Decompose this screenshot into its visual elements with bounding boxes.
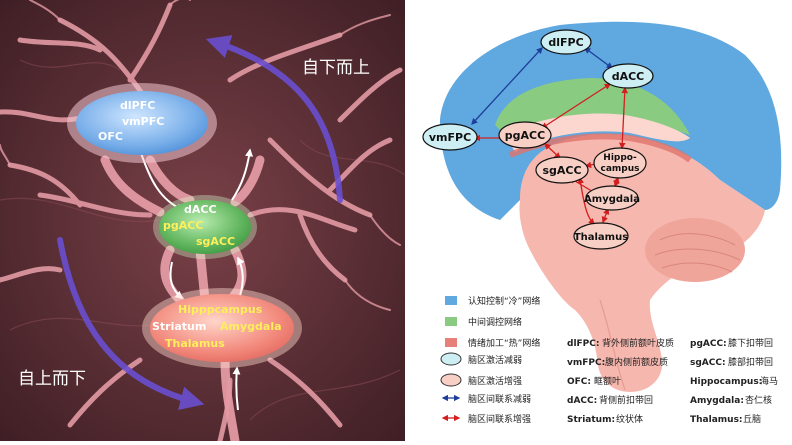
node-amygdala: Amygdala <box>584 185 640 211</box>
legend-swatch-node-strong <box>440 373 462 387</box>
background-veins <box>0 59 406 421</box>
link-pgacc-sgacc <box>544 143 561 159</box>
label-bottom-up: 自下而上 <box>302 58 370 78</box>
abbr-dlfpc-text: 背外侧前额叶皮质 <box>602 337 674 349</box>
abbr-thalamus-text: 丘脑 <box>743 413 761 425</box>
abbr-striatum-text: 纹状体 <box>616 413 643 425</box>
abbr-ofc-text: 眶额叶 <box>594 375 621 387</box>
node-hippocampus-label-1: Hippo- <box>603 153 637 163</box>
abbr-dacc: dACC: <box>567 396 597 406</box>
legend-label-node-weak: 脑区激活减弱 <box>468 354 522 366</box>
label-vmpfc: vmPFC <box>122 115 164 128</box>
node-pgacc-label: pgACC <box>505 129 545 142</box>
abbr-amygdala-text: 杏仁核 <box>745 394 772 406</box>
abbr-dlfpc: dlFPC: <box>567 339 599 349</box>
bottom-oval <box>150 294 294 362</box>
abbr-dacc-text: 背侧前扣带回 <box>599 394 653 406</box>
abbr-pgacc-text: 膝下扣带回 <box>728 337 773 349</box>
flow-arrow-bottom-to-mid <box>237 256 245 297</box>
node-sgacc-label: sgACC <box>542 164 581 177</box>
node-dacc: dACC <box>602 63 654 89</box>
label-thalamus: Thalamus <box>165 337 225 350</box>
node-dlfpc: dlFPC <box>540 29 592 55</box>
legend-label-hot: 情绪加工“热”网络 <box>468 337 540 349</box>
bottom-up-arrow <box>205 35 343 203</box>
left-panel: dlPFC vmPFC OFC dACC pgACC sgACC Hipppca… <box>0 0 406 445</box>
legend-swatch-hot <box>445 338 457 347</box>
legend-swatch-node-weak <box>440 352 462 366</box>
label-hippocampus: Hipppcampus <box>178 303 263 316</box>
node-dacc-label: dACC <box>612 70 645 83</box>
abbr-hippocampus-text: 海马 <box>760 375 778 387</box>
abbr-hippocampus: Hippocampus: <box>690 377 762 387</box>
abbr-ofc: OFC: <box>567 377 591 387</box>
label-sgacc: sgACC <box>196 235 235 248</box>
node-dlfpc-label: dlFPC <box>548 36 583 49</box>
middle-oval <box>159 200 251 254</box>
top-oval <box>76 91 208 155</box>
link-dlfpc-dacc <box>583 47 614 69</box>
label-dlpfc: dlPFC <box>120 99 155 112</box>
abbr-thalamus: Thalamus: <box>690 415 743 425</box>
legend-label-middle: 中间调控网络 <box>468 316 522 328</box>
flow-arrow-incoming <box>232 366 241 411</box>
connections <box>471 47 628 225</box>
abbr-sgacc-text: 膝部扣带回 <box>728 356 773 368</box>
abbr-vmfpc-text: 腹内侧前额皮质 <box>605 356 668 368</box>
node-amygdala-label: Amygdala <box>584 194 640 205</box>
cerebellum <box>645 218 745 282</box>
legend-label-node-strong: 脑区激活增强 <box>468 375 522 387</box>
abbr-col-2: pgACC: 膝下扣带回 sgACC: 膝部扣带回 Hippocampus: 海… <box>690 337 778 425</box>
link-sgacc-thalamus <box>577 176 595 225</box>
flow-arrow-mid-to-bottom <box>169 261 184 300</box>
right-panel: dlFPC dACC vmFPC pgACC sgACC Hippo- camp… <box>422 21 782 425</box>
link-pgacc-dacc <box>540 83 612 129</box>
node-vmfpc: vmFPC <box>422 123 478 151</box>
label-striatum: Striatum <box>152 320 206 333</box>
abbr-vmfpc: vmFPC: <box>567 358 605 368</box>
node-thalamus-label: Thalamus <box>574 232 628 243</box>
legend: 认知控制“冷”网络 中间调控网络 情绪加工“热”网络 脑区激活减弱 脑区激活增强… <box>440 295 778 425</box>
label-ofc: OFC <box>98 130 123 143</box>
cerebellum-folds <box>654 233 741 273</box>
node-hippocampus: Hippo- campus <box>593 147 647 179</box>
flow-arrow-mid-to-top <box>231 148 254 201</box>
node-hippocampus-label-2: campus <box>601 164 640 174</box>
link-dlfpc-vmfpc <box>471 47 543 125</box>
label-amygdala: Amygdala <box>220 320 282 333</box>
node-thalamus: Thalamus <box>573 222 629 250</box>
link-dacc-hippocampus <box>619 86 628 150</box>
abbr-col-1: dlFPC: 背外侧前额叶皮质 vmFPC: 腹内侧前额皮质 OFC: 眶额叶 … <box>567 337 674 425</box>
label-top-down: 自上而下 <box>18 369 86 389</box>
node-vmfpc-label: vmFPC <box>429 131 471 144</box>
label-pgacc: pgACC <box>163 219 203 232</box>
legend-label-cold: 认知控制“冷”网络 <box>468 295 540 307</box>
abbr-striatum: Striatum: <box>567 415 615 425</box>
label-dacc: dACC <box>184 203 217 216</box>
legend-label-link-strong: 脑区间联系增强 <box>468 413 531 425</box>
abbr-sgacc: sgACC: <box>690 358 726 368</box>
legend-swatch-middle <box>445 317 457 326</box>
brainstem-line <box>599 299 626 391</box>
node-pgacc: pgACC <box>498 121 552 149</box>
link-amygdala-thalamus <box>601 207 610 224</box>
legend-swatch-cold <box>445 296 457 305</box>
link-hippocampus-amygdala <box>613 176 620 188</box>
node-sgacc: sgACC <box>535 156 589 184</box>
abbr-amygdala: Amygdala: <box>690 396 744 406</box>
abbr-pgacc: pgACC: <box>690 339 727 349</box>
top-down-arrow <box>57 237 205 410</box>
legend-label-link-weak: 脑区间联系减弱 <box>468 393 531 405</box>
